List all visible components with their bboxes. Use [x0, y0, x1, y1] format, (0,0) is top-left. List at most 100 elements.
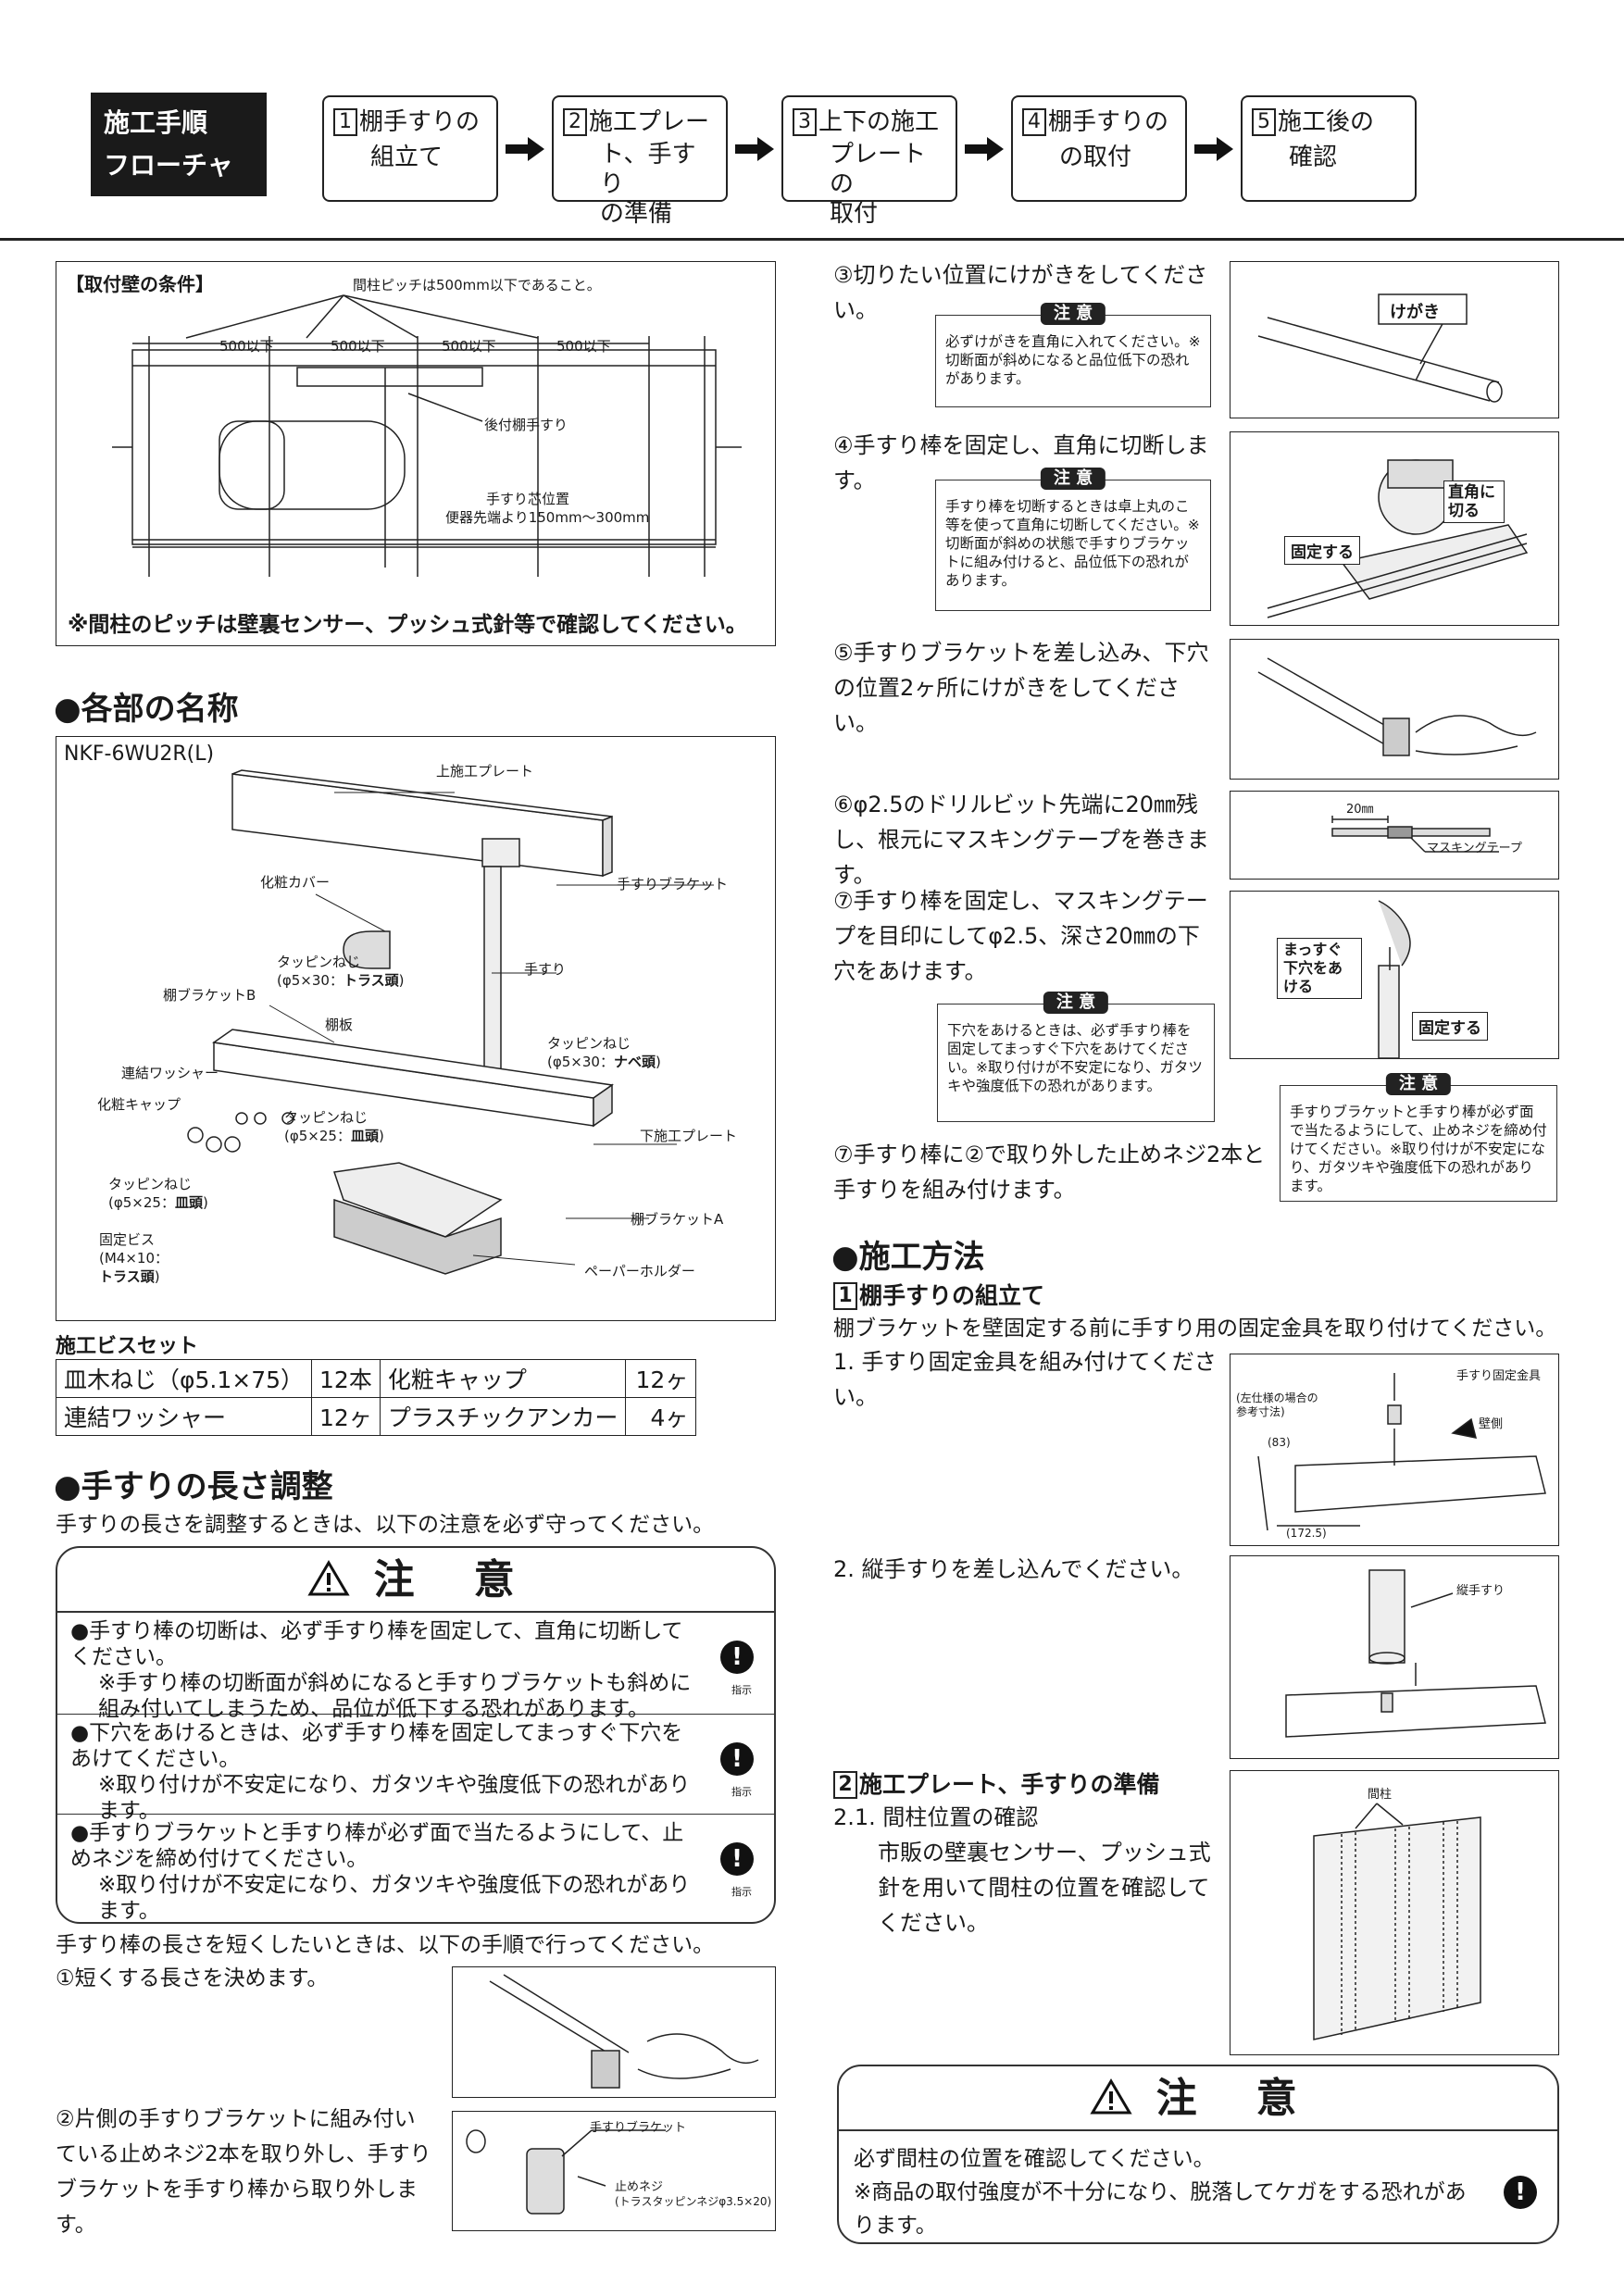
figure-marking: けがき [1230, 261, 1559, 418]
cut-step-5: ⑤手すりブラケットを差し込み、下穴の位置2ヶ所にけがきをしてください。 [833, 640, 1209, 736]
figure-remove-bracket: 手すりブラケット 止めネジ (トラスタッピンネジφ3.5×20) [452, 2111, 776, 2231]
cover-label: 化粧カバー [260, 874, 331, 891]
cut-step-6: ⑥φ2.5のドリルビット先端に20㎜残し、根元にマスキングテープを巻きます。 [833, 792, 1209, 888]
upper-plate-label: 上施工プレート [436, 763, 534, 780]
instruction-icon: ! [1504, 2176, 1537, 2209]
shelf-bracket-b-label: 棚ブラケットB [163, 987, 256, 1004]
marking-label: けがき [1390, 303, 1440, 322]
wall-studs-illustration [1313, 1803, 1481, 2040]
bracket-mark-illustration [1257, 657, 1537, 756]
warning-triangle-icon [307, 1560, 350, 1596]
caution-row: ●手すり棒の切断は、必ず手すり棒を固定して、直角に切断してください。 ※手すり棒… [57, 1613, 774, 1721]
center-position-range: 便器先端より150mm～300mm [445, 509, 650, 526]
length-caution-box: 注 意 ●手すり棒の切断は、必ず手すり棒を固定して、直角に切断してください。 ※… [56, 1546, 776, 1924]
procedure-intro: 手すり棒の長さを短くしたいときは、以下の手順で行ってください。 [56, 1933, 715, 1957]
caution-header: 注 意 [57, 1548, 774, 1613]
figure-drill-bit: 20㎜ マスキングテープ [1230, 791, 1559, 880]
caution-step-4: 注 意 手すり棒を切断するときは卓上丸のこ等を使って直角に切断してください。※切… [935, 468, 1211, 611]
dim-label: 500以下 [556, 338, 611, 355]
screw-set-table: 皿木ねじ（φ5.1×75） 12本 化粧キャップ 12ヶ 連結ワッシャー 12ヶ… [55, 1359, 697, 1436]
wall-conditions-panel: 【取付壁の条件】 間柱ピッチは500mm以下であること。 500以下 500以下… [56, 261, 776, 646]
stud-pitch-note: ※間柱のピッチは壁裏センサー、プッシュ式針等で確認してください。 [68, 613, 747, 637]
cut-step-7b: ⑦手すり棒に②で取り外した止めネジ2本と手すりを組み付けます。 [833, 1142, 1266, 1203]
bracket-removal-illustration [466, 2129, 666, 2215]
header-divider [0, 238, 1624, 241]
figure-drilling: まっすぐ下穴をあける 固定する [1230, 891, 1559, 1059]
tapping-screw-label: タッピンねじ [284, 1109, 369, 1126]
caution-step-7: 注 意 下穴をあけるときは、必ず手すり棒を固定してまっすぐ下穴をあけてください。… [937, 992, 1215, 1122]
method-sec2-sub: 2.1. 間柱位置の確認 [833, 1804, 1039, 1830]
arrow-right-icon [506, 137, 544, 161]
length-adjust-heading: ●手すりの長さ調整 [54, 1468, 333, 1505]
dim-label: 500以下 [442, 338, 496, 355]
shelf-label: 棚板 [325, 1017, 354, 1033]
cut-step-4: ④手すり棒を固定し、直角に切断します。 [833, 432, 1209, 493]
cut-step-7: ⑦手すり棒を固定し、マスキングテープを目印にしてφ2.5、深さ20㎜の下穴をあけ… [833, 888, 1208, 984]
miter-saw-illustration [1267, 459, 1529, 618]
dim-172-label: (172.5) [1286, 1527, 1327, 1540]
instruction-icon: ! [720, 1641, 754, 1674]
instruction-icon: ! [720, 1742, 754, 1776]
parts-diagram: NKF-6WU2R(L) 上施工プレート 手す [56, 736, 776, 1321]
cap-label: 化粧キャップ [97, 1096, 181, 1113]
pitch-note: 間柱ピッチは500mm以下であること。 [353, 277, 601, 293]
rail-measure-illustration [489, 1974, 759, 2089]
table-row: 皿木ねじ（φ5.1×75） 12本 化粧キャップ 12ヶ [55, 1359, 697, 1398]
vertical-rail-label: 縦手すり [1456, 1584, 1505, 1598]
vertical-rail-illustration [1285, 1569, 1546, 1738]
figure-vertical-rail: 縦手すり [1230, 1555, 1559, 1759]
procedure-step-1: ①短くする長さを決めます。 [56, 1966, 329, 1990]
fix-screw-label: 固定ビス [99, 1231, 156, 1248]
drill-bit-illustration [1331, 816, 1499, 853]
stud-label: 間柱 [1368, 1788, 1393, 1802]
tapping-screw-label: タッピンねじ [277, 954, 361, 970]
caution-step-7b: 注 意 手すりブラケットと手すり棒が必ず面で当たるようにして、止めネジを締め付け… [1280, 1073, 1557, 1202]
rail-label: 手すり [524, 961, 567, 978]
procedure-step-2: ②片側の手すりブラケットに組み付いている止めネジ2本を取り外し、手すりブラケット… [56, 2107, 431, 2237]
instruction-icon: ! [720, 1842, 754, 1876]
method-sec2-text: 市販の壁裏センサー、プッシュ式針を用いて間柱の位置を確認してください。 [878, 1840, 1211, 1936]
method-item-2: 2. 縦手すりを差し込んでください。 [833, 1556, 1194, 1582]
table-row: 連結ワッシャー 12ヶ プラスチックアンカー 4ヶ [55, 1397, 697, 1436]
parts-exploded-view [187, 769, 714, 1275]
dim-label: 500以下 [331, 338, 385, 355]
model-number: NKF-6WU2R(L) [64, 742, 215, 766]
ref-dims-label: (左仕様の場合の参考寸法) [1236, 1391, 1318, 1418]
arrow-right-icon [735, 137, 774, 161]
screw-set-title: 施工ビスセット [56, 1335, 199, 1358]
parts-heading: ●各部の名称 [54, 691, 239, 728]
fix-label: 固定する [1412, 1012, 1488, 1041]
figure-studs: 間柱 [1230, 1770, 1559, 2055]
figure-measure-length [452, 1966, 776, 2098]
fix-screw-spec: (M4×10： [99, 1250, 169, 1267]
figure-bracket-mark [1230, 639, 1559, 780]
drilling-illustration [1378, 900, 1411, 1058]
method-sec1-intro: 棚ブラケットを壁固定する前に手すり用の固定金具を取り付けてください。 [833, 1316, 1557, 1341]
fix-label: 固定する [1284, 536, 1360, 565]
drill-straight-label: まっすぐ下穴をあける [1277, 938, 1362, 999]
dim-label: 500以下 [219, 338, 274, 355]
tapping-screw-spec: (φ5×25：皿頭) [108, 1194, 208, 1211]
wall-conditions-title: 【取付壁の条件】 [66, 273, 214, 295]
tapping-screw-spec: (φ5×25：皿頭) [284, 1128, 384, 1144]
tapping-screw-spec: (φ5×30：ナベ頭) [547, 1054, 661, 1070]
caution-body: 必ず間柱の位置を確認してください。 ※商品の取付強度が不十分になり、脱落してケガ… [839, 2131, 1557, 2248]
method-heading: ●施工方法 [831, 1239, 985, 1276]
warning-triangle-icon [1090, 2078, 1132, 2115]
length-adjust-intro: 手すりの長さを調整するときは、以下の注意を必ず守ってください。 [56, 1513, 715, 1537]
length-20mm-label: 20㎜ [1346, 803, 1374, 817]
paper-holder-label: ペーパーホルダー [584, 1263, 695, 1279]
screw-spec-label: (トラスタッピンネジφ3.5×20) [615, 2195, 772, 2208]
figure-fitting: 手すり固定金具 (左仕様の場合の参考寸法) 壁側 (83) (172.5) [1230, 1354, 1559, 1546]
cut-step-3: ③切りたい位置にけがきをしてください。 [833, 262, 1208, 323]
fix-screw-head: トラス頭) [99, 1268, 160, 1285]
caution-row: ●下穴をあけるときは、必ず手すり棒を固定してまっすぐ下穴をあけてください。 ※取… [57, 1715, 774, 1823]
method-item-1: 1. 手すり固定金具を組み付けてください。 [833, 1349, 1217, 1410]
